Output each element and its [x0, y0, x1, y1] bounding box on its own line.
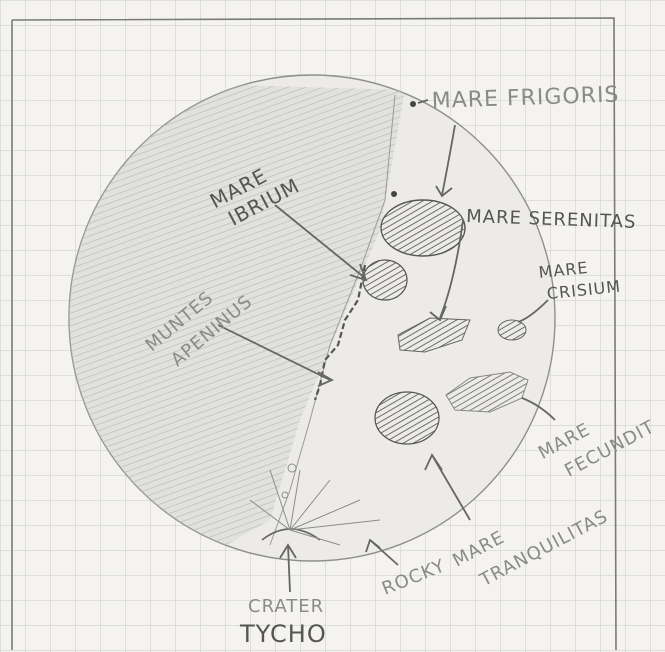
mare-serenitatis-patch [381, 200, 465, 256]
crater-dot [410, 101, 416, 107]
crater-dot [391, 191, 397, 197]
mare-tranquillitatis-patch [375, 392, 439, 444]
label-crater: CRATER [248, 596, 324, 617]
label-tycho: TYCHO [239, 620, 327, 648]
mare-imbrium-patch [363, 260, 407, 300]
mare-crisium-patch [498, 320, 526, 340]
